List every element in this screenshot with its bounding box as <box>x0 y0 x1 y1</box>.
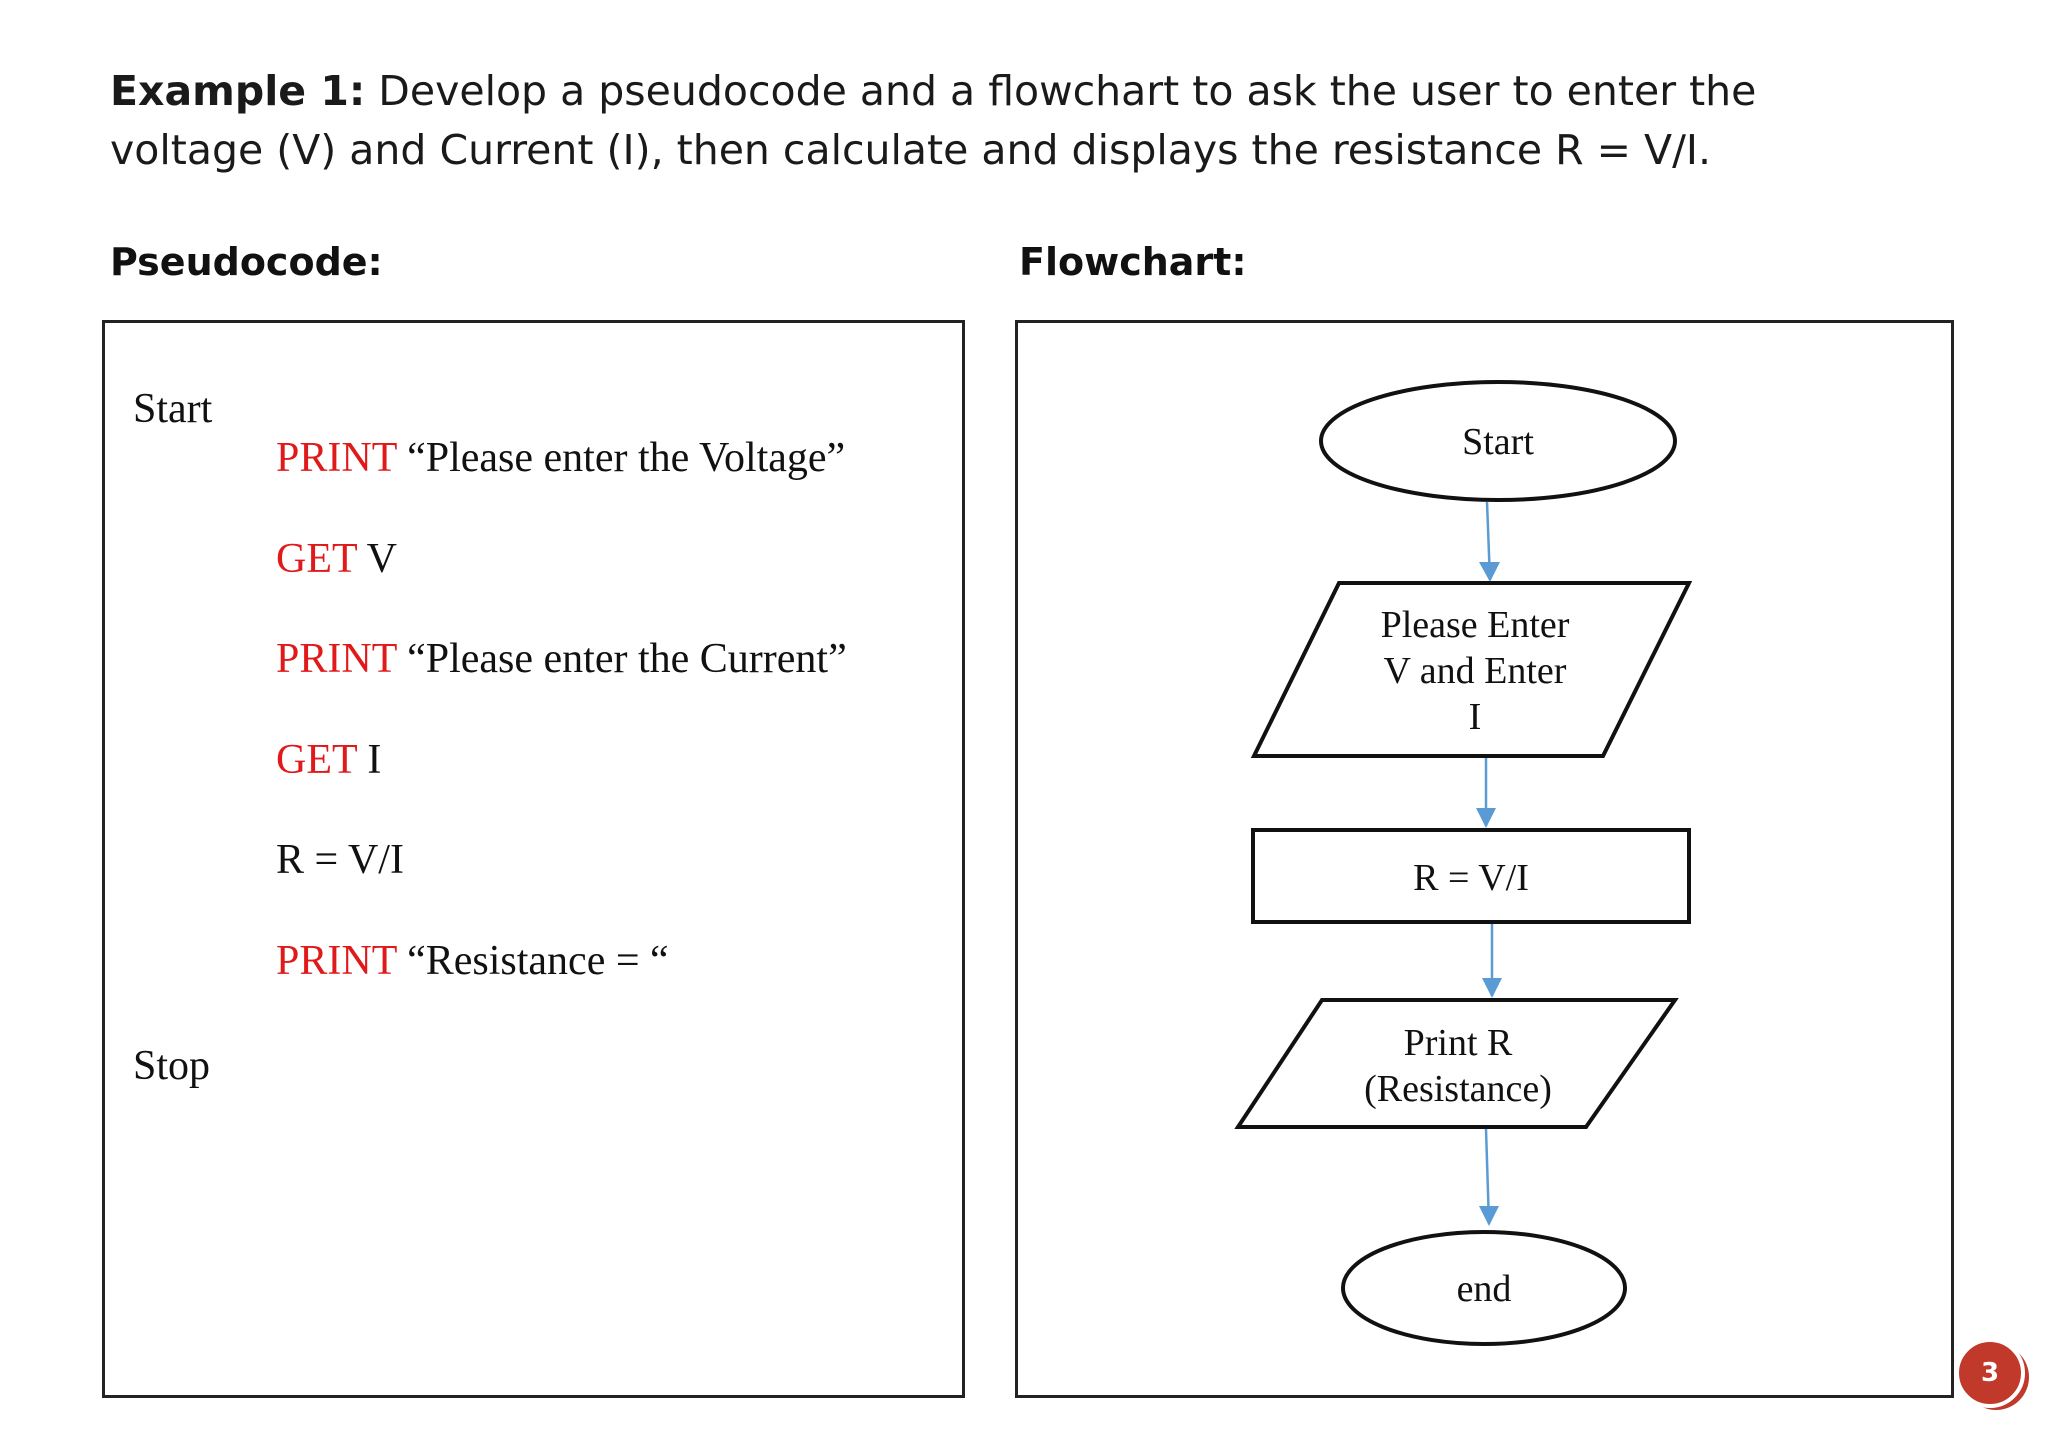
pseudocode-panel <box>102 320 965 1398</box>
process-box <box>1251 828 1691 924</box>
example-lead: Example 1: <box>110 67 366 115</box>
arrowhead-icon <box>1479 1206 1499 1226</box>
input-parallelogram <box>1250 581 1693 758</box>
end-terminator-label: end <box>1457 1268 1512 1310</box>
statement: V <box>356 536 397 582</box>
keyword: PRINT <box>276 636 397 682</box>
start-terminator-label: Start <box>1462 421 1534 463</box>
input-label-line-3: I <box>1469 696 1482 738</box>
statement: “Please enter the Voltage” <box>396 435 846 481</box>
pseudocode-line-4: GET I <box>276 736 381 784</box>
output-label-line-1: Print R <box>1404 1022 1513 1064</box>
pseudocode-stop: Stop <box>133 1043 211 1089</box>
example-text-line-2: voltage (V) and Current (I), then calcul… <box>110 126 1712 174</box>
keyword: GET <box>276 737 357 783</box>
example-statement: Example 1: Develop a pseudocode and a fl… <box>110 62 1810 180</box>
output-parallelogram <box>1234 998 1679 1129</box>
pseudocode-line-5: R = V/I <box>276 836 404 884</box>
input-label-line-2: V and Enter <box>1384 650 1567 692</box>
flowchart-heading: Flowchart: <box>1019 240 1247 284</box>
pseudocode-line-6: PRINT “Resistance = “ <box>276 937 669 985</box>
arrowhead-icon <box>1482 978 1502 998</box>
process-box-label: R = V/I <box>1413 857 1529 899</box>
pseudocode-heading: Pseudocode: <box>110 240 383 284</box>
output-label-line-2: (Resistance) <box>1364 1068 1552 1110</box>
pseudocode-line-2: GET V <box>276 535 397 583</box>
keyword: PRINT <box>276 435 397 481</box>
end-terminator <box>1341 1230 1627 1346</box>
pseudocode-start: Start <box>133 386 213 432</box>
pseudocode-line-3: PRINT “Please enter the Current” <box>276 635 847 683</box>
input-label-line-1: Please Enter <box>1381 604 1570 646</box>
keyword: GET <box>276 536 357 582</box>
pseudocode-line-1: PRINT “Please enter the Voltage” <box>276 434 845 482</box>
arrowhead-icon <box>1476 808 1496 828</box>
statement: “Resistance = “ <box>396 938 669 984</box>
statement: “Please enter the Current” <box>396 636 847 682</box>
statement: R = V/I <box>276 837 404 883</box>
arrowhead-icon <box>1479 562 1500 582</box>
example-text-line-1: Develop a pseudocode and a flowchart to … <box>365 67 1757 115</box>
page-number-badge: 3 <box>1955 1338 2025 1408</box>
keyword: PRINT <box>276 938 397 984</box>
statement: I <box>356 737 382 783</box>
start-terminator <box>1319 380 1677 502</box>
